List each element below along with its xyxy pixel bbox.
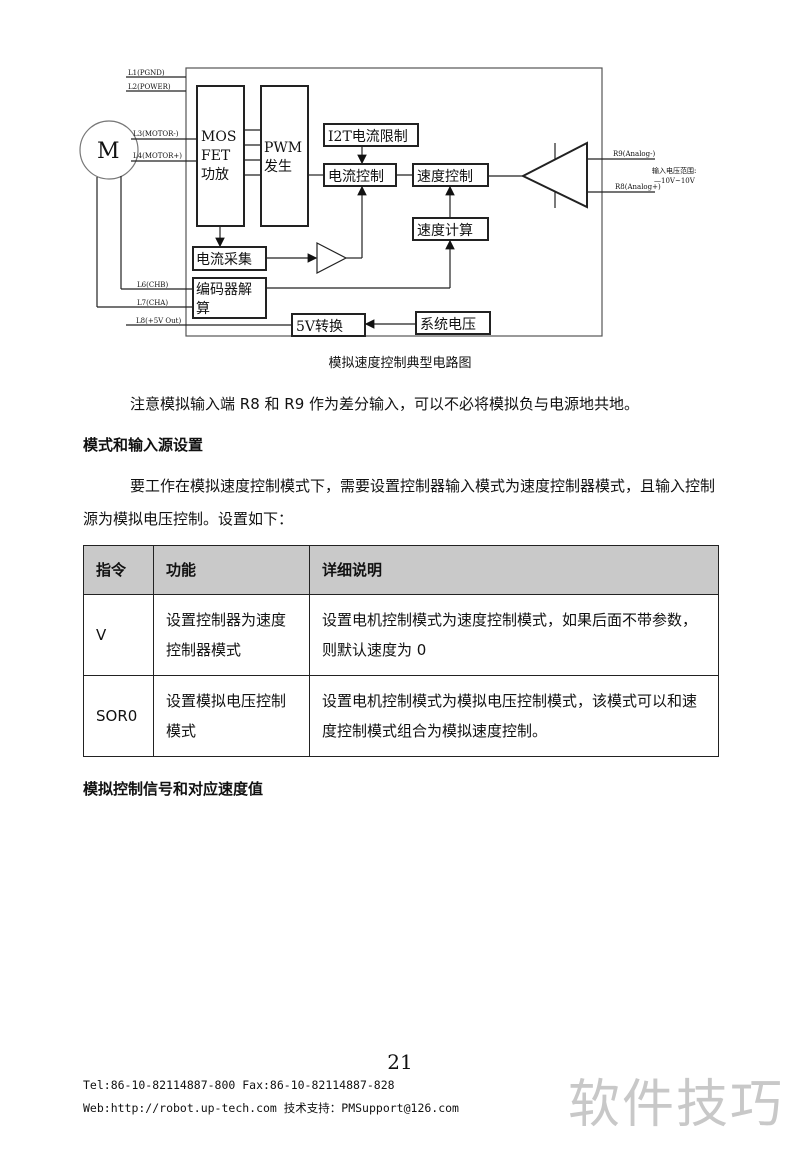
- circuit-diagram: L1(PGND) L2(POWER) L3(MOTOR-) L4(MOTOR+)…: [79, 67, 696, 337]
- speed-control-block: 速度控制: [417, 169, 473, 185]
- footer-web: Web:http://robot.up-tech.com 技术支持：PMSupp…: [83, 1101, 459, 1115]
- watermark: 软件技巧: [568, 1075, 785, 1135]
- sys-voltage-block: 系统电压: [420, 317, 476, 333]
- pwm-label: PWM: [264, 140, 302, 156]
- section-heading: 模式和输入源设置: [83, 436, 204, 454]
- column-header: 详细说明: [309, 545, 719, 595]
- speed-calc-block: 速度计算: [417, 223, 473, 239]
- mosfet-label: MOS: [201, 129, 236, 145]
- input-range-value: —10V~10V: [654, 177, 696, 185]
- mosfet-label: 功放: [201, 167, 229, 183]
- table-cell: 设置电机控制模式为模拟电压控制模式，该模式可以和速度控制模式组合为模拟速度控制。: [309, 675, 719, 757]
- table-row: SOR0 设置模拟电压控制模式 设置电机控制模式为模拟电压控制模式，该模式可以和…: [83, 675, 719, 757]
- table-cell: 设置电机控制模式为速度控制模式，如果后面不带参数，则默认速度为 0: [309, 594, 719, 676]
- table-header-row: 指令 功能 详细说明: [83, 545, 719, 595]
- input-range-label: 输入电压范围:: [652, 166, 696, 175]
- pin-l4: L4(MOTOR+): [133, 152, 182, 160]
- command-table: 指令 功能 详细说明 V 设置控制器为速度控制器模式 设置电机控制模式为速度控制…: [83, 545, 719, 757]
- paragraph: 要工作在模拟速度控制模式下，需要设置控制器输入模式为速度控制器模式，且输入控制源…: [83, 477, 716, 528]
- pin-l2: L2(POWER): [128, 83, 171, 91]
- i2t-block: I2T电流限制: [328, 129, 408, 145]
- current-control-block: 电流控制: [328, 169, 384, 185]
- conv5v-block: 5V转换: [296, 318, 343, 335]
- figure-caption: 模拟速度控制典型电路图: [328, 356, 472, 371]
- column-header: 功能: [153, 545, 310, 595]
- page-number: 21: [387, 1050, 413, 1074]
- section-heading: 模拟控制信号和对应速度值: [83, 780, 264, 798]
- motor-label: M: [97, 139, 120, 164]
- pin-r9: R9(Analog-): [613, 150, 655, 158]
- table-cell: V: [83, 594, 154, 676]
- pin-l1: L1(PGND): [128, 69, 165, 77]
- pin-l8: L8(+5V Out): [136, 317, 181, 325]
- pin-l6: L6(CHB): [137, 281, 168, 289]
- mosfet-label: FET: [201, 148, 231, 164]
- encoder-block: 算: [196, 301, 210, 317]
- current-sample-block: 电流采集: [196, 251, 252, 268]
- footer-contact: Tel:86-10-82114887-800 Fax:86-10-8211488…: [83, 1078, 395, 1092]
- table-cell: 设置模拟电压控制模式: [153, 675, 310, 757]
- paragraph: 注意模拟输入端 R8 和 R9 作为差分输入，可以不必将模拟负与电源地共地。: [130, 395, 640, 413]
- encoder-block: 编码器解: [196, 282, 252, 298]
- pin-l7: L7(CHA): [137, 299, 168, 307]
- pin-l3: L3(MOTOR-): [133, 130, 179, 138]
- table-cell: 设置控制器为速度控制器模式: [153, 594, 310, 676]
- pin-r8: R8(Analog+): [615, 183, 661, 191]
- table-row: V 设置控制器为速度控制器模式 设置电机控制模式为速度控制模式，如果后面不带参数…: [83, 594, 719, 676]
- column-header: 指令: [83, 545, 154, 595]
- pwm-label: 发生: [264, 159, 292, 175]
- table-cell: SOR0: [83, 675, 154, 757]
